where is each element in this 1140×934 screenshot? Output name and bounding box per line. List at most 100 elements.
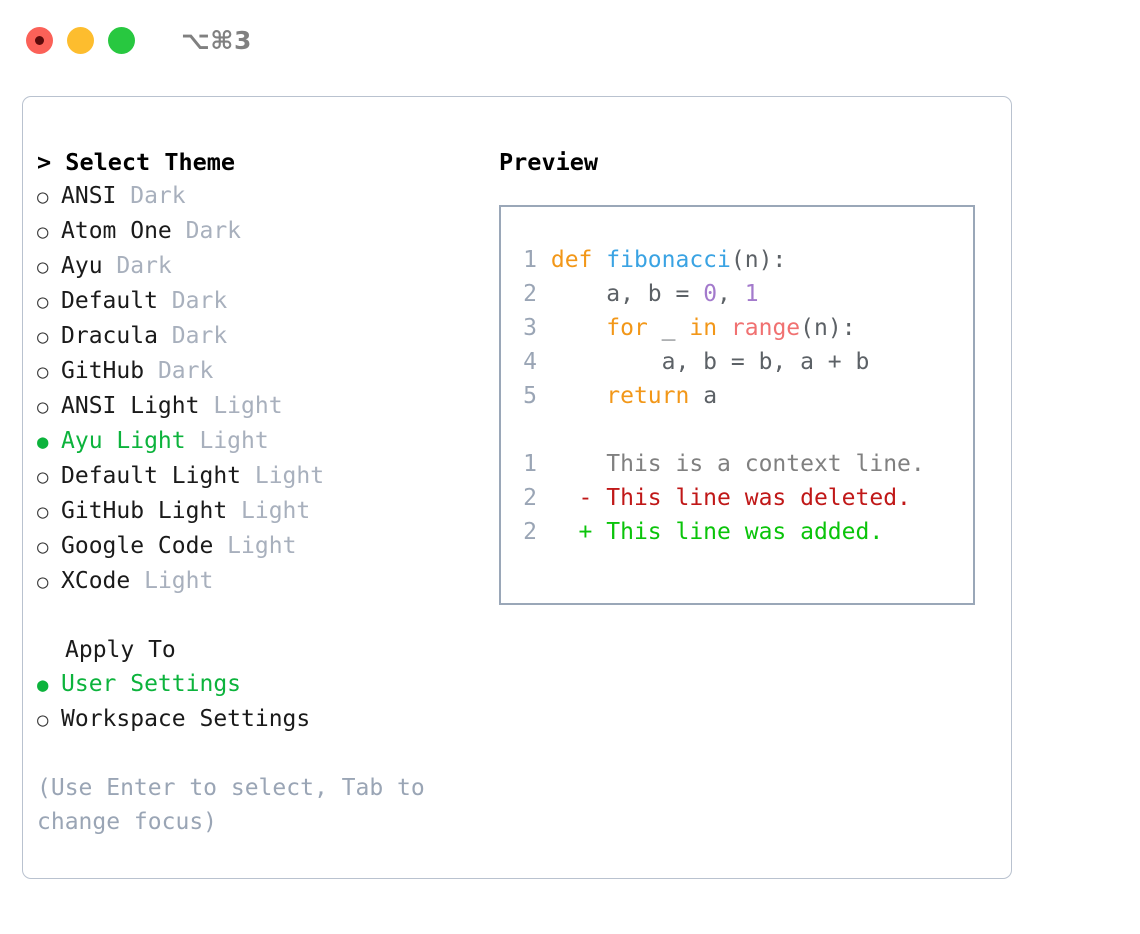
gutter-space — [537, 315, 551, 341]
radio-unselected-icon: ○ — [37, 256, 49, 278]
theme-option-name: Atom One — [61, 218, 172, 244]
theme-option-kind: Dark — [116, 183, 186, 209]
theme-option-google-code[interactable]: ○ Google Code Light — [37, 529, 497, 564]
window-controls — [26, 26, 135, 54]
code-token-pl: _ — [647, 315, 690, 341]
line-number: 3 — [523, 315, 537, 341]
apply-to-option-user-settings[interactable]: ● User Settings — [37, 667, 497, 702]
theme-option-github-light[interactable]: ○ GitHub Light Light — [37, 494, 497, 529]
line-number: 2 — [523, 485, 537, 511]
code-token-pl: a, b = b, a + b — [550, 349, 870, 375]
theme-option-ansi[interactable]: ○ANSI Dark — [37, 179, 497, 214]
gutter-space — [537, 383, 551, 409]
theme-option-name: ANSI Light — [61, 393, 200, 419]
theme-option-name: Ayu — [61, 253, 103, 279]
code-token-pl — [551, 383, 606, 409]
code-token-pl: , — [717, 281, 745, 307]
record-dot-icon — [35, 35, 44, 45]
select-theme-heading: > Select Theme — [37, 148, 236, 176]
theme-option-ayu-light[interactable]: ●Ayu Light Light — [37, 424, 497, 459]
radio-unselected-icon: ○ — [37, 571, 49, 593]
theme-option-name: Google Code — [61, 533, 214, 559]
diff-line: 2 - This line was deleted. — [515, 481, 973, 515]
code-token-pl: a, b = — [550, 281, 704, 307]
keyboard-shortcut-label: ⌥⌘3 — [181, 25, 252, 55]
radio-unselected-icon: ○ — [37, 501, 49, 523]
theme-option-kind: Light — [213, 533, 297, 559]
theme-option-name: GitHub — [61, 358, 145, 384]
theme-option-kind: Dark — [157, 323, 228, 349]
code-token-bi: range — [730, 315, 801, 341]
theme-option-name: Default Light — [61, 463, 242, 489]
code-token-num: 1 — [744, 281, 759, 307]
line-number: 1 — [523, 247, 537, 273]
code-line: 3 for _ in range(n): — [515, 311, 973, 345]
code-token-num: 0 — [703, 281, 718, 307]
line-number: 2 — [523, 281, 537, 307]
diff-text: This line was deleted. — [606, 485, 911, 511]
diff-marker: + — [537, 519, 607, 545]
gutter-space — [537, 281, 551, 307]
line-number: 4 — [523, 349, 537, 375]
apply-to-option-name: User Settings — [61, 671, 242, 697]
code-line: 4 a, b = b, a + b — [515, 345, 973, 379]
code-token-pl — [551, 315, 606, 341]
radio-unselected-icon: ○ — [37, 466, 49, 488]
content-panel: > Select Theme ○ANSI Dark○Atom One Dark○… — [22, 96, 1012, 879]
theme-option-kind: Light — [130, 568, 214, 594]
diff-line: 1 This is a context line. — [515, 447, 973, 481]
theme-option-default-light[interactable]: ○Default Light Light — [37, 459, 497, 494]
code-token-kw: for — [606, 315, 648, 341]
diff-marker — [537, 451, 606, 477]
theme-option-xcode[interactable]: ○ XCode Light — [37, 564, 497, 599]
code-token-pl: (n): — [730, 247, 787, 273]
radio-unselected-icon: ○ — [37, 326, 49, 348]
radio-unselected-icon: ○ — [37, 396, 49, 418]
theme-option-kind: Light — [227, 498, 311, 524]
radio-unselected-icon: ○ — [37, 186, 49, 208]
maximize-button[interactable] — [108, 26, 135, 54]
code-token-kw: in — [689, 315, 718, 341]
preview-box: 1 def fibonacci(n): 2 a, b = 0, 1 3 for _ … — [499, 205, 975, 605]
radio-unselected-icon: ○ — [37, 361, 49, 383]
line-number: 2 — [523, 519, 537, 545]
theme-option-kind: Dark — [102, 253, 172, 279]
diff-text: This line was added. — [606, 519, 884, 545]
code-token-pl — [717, 315, 731, 341]
theme-option-name: XCode — [61, 568, 131, 594]
line-number: 5 — [523, 383, 537, 409]
radio-selected-icon: ● — [37, 431, 49, 453]
theme-picker-column: > Select Theme ○ANSI Dark○Atom One Dark○… — [37, 145, 497, 839]
theme-option-name: GitHub Light — [61, 498, 228, 524]
code-line: 1 def fibonacci(n): — [515, 243, 973, 277]
title-bar: ⌥⌘3 — [0, 0, 1140, 80]
theme-option-default[interactable]: ○Default Dark — [37, 284, 497, 319]
radio-selected-icon: ● — [37, 674, 49, 696]
close-button[interactable] — [26, 26, 53, 54]
preview-title: Preview — [499, 148, 599, 176]
radio-unselected-icon: ○ — [37, 291, 49, 313]
hint-text: (Use Enter to select, Tab to change focu… — [37, 775, 425, 835]
code-line: 5 return a — [515, 379, 973, 413]
radio-unselected-icon: ○ — [37, 536, 49, 558]
theme-option-kind: Dark — [144, 358, 214, 384]
theme-option-kind: Light — [185, 428, 269, 454]
theme-option-dracula[interactable]: ○Dracula Dark — [37, 319, 497, 354]
spacer — [37, 599, 497, 633]
theme-option-github[interactable]: ○ GitHub Dark — [37, 354, 497, 389]
code-sample: 1 def fibonacci(n): 2 a, b = 0, 1 3 for _ … — [515, 243, 973, 413]
code-token-kw: def — [550, 247, 607, 273]
theme-option-ayu[interactable]: ○ Ayu Dark — [37, 249, 497, 284]
code-token-kw: return — [606, 383, 690, 409]
theme-option-atom-one[interactable]: ○Atom One Dark — [37, 214, 497, 249]
radio-unselected-icon: ○ — [37, 709, 49, 731]
theme-option-ansi-light[interactable]: ○ ANSI Light Light — [37, 389, 497, 424]
diff-text: This is a context line. — [606, 451, 925, 477]
apply-to-option-workspace-settings[interactable]: ○Workspace Settings — [37, 702, 497, 737]
diff-sample: 1 This is a context line.2 - This line w… — [515, 447, 973, 549]
theme-option-kind: Light — [199, 393, 283, 419]
minimize-button[interactable] — [67, 26, 94, 54]
code-token-pl: (n): — [800, 315, 856, 341]
theme-option-kind: Dark — [171, 218, 242, 244]
